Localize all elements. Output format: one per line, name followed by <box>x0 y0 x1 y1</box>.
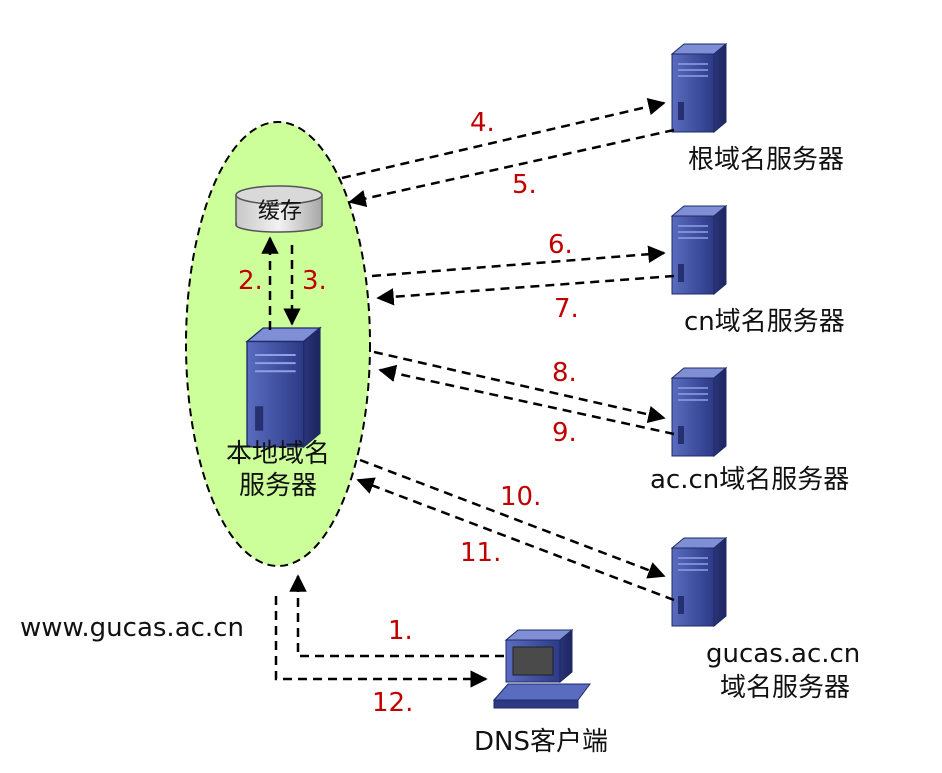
arrow-7 <box>376 274 675 306</box>
local-server-label-line1: 本地域名 <box>225 439 330 469</box>
arrow-11 <box>356 477 675 602</box>
arrow-8 <box>373 350 666 424</box>
server-tower-icon <box>671 537 727 627</box>
root-server-label: 根域名服务器 <box>688 145 845 175</box>
step-7: 7. <box>554 294 579 324</box>
accn-server-label: ac.cn域名服务器 <box>650 465 850 495</box>
database-cylinder-icon <box>235 185 323 233</box>
step-1: 1. <box>388 616 413 646</box>
step-6: 6. <box>548 230 573 260</box>
arrow-6 <box>371 245 666 278</box>
cache-label: 缓存 <box>258 199 303 224</box>
step-11: 11. <box>460 538 502 568</box>
arrow-4 <box>341 98 666 180</box>
step-9: 9. <box>552 418 577 448</box>
arrow-9 <box>378 364 675 436</box>
arrow-12 <box>274 596 488 688</box>
desktop-computer-icon <box>492 628 591 709</box>
gucas-server-label-line1: gucas.ac.cn <box>706 639 861 669</box>
arrow-10 <box>359 458 666 579</box>
server-tower-icon <box>671 367 727 457</box>
query-domain-label: www.gucas.ac.cn <box>20 613 244 643</box>
server-tower-icon <box>245 326 321 448</box>
cn-server-label: cn域名服务器 <box>684 307 845 337</box>
server-tower-icon <box>671 43 727 133</box>
step-3: 3. <box>302 266 327 296</box>
local-server-label-line2: 服务器 <box>238 471 317 501</box>
step-2: 2. <box>238 266 263 296</box>
server-tower-icon <box>671 205 727 295</box>
arrow-5 <box>348 128 675 208</box>
step-12: 12. <box>372 688 414 718</box>
step-5: 5. <box>512 170 537 200</box>
step-4: 4. <box>470 108 495 138</box>
client-label: DNS客户端 <box>474 727 608 757</box>
arrow-1 <box>289 574 504 658</box>
step-8: 8. <box>552 358 577 388</box>
gucas-server-label-line2: 域名服务器 <box>720 673 851 703</box>
step-10: 10. <box>500 482 542 512</box>
